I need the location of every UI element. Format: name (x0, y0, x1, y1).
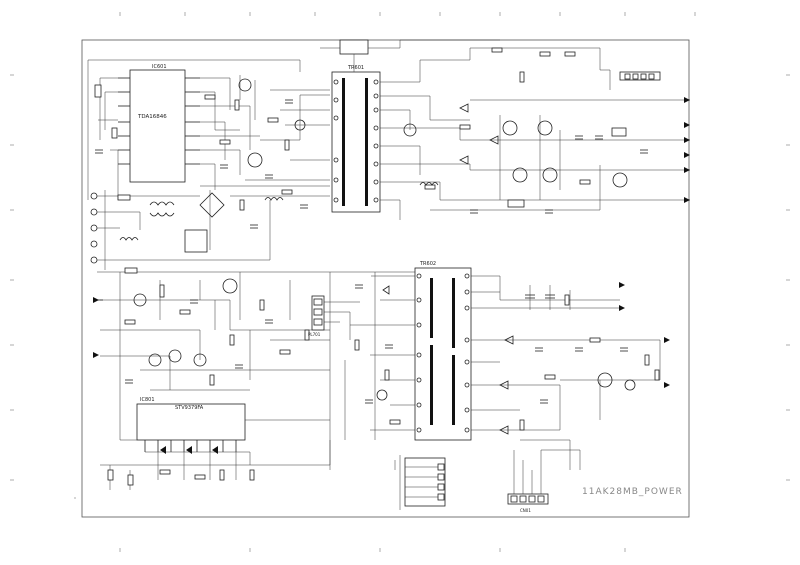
tr601-ref: TR601 (347, 65, 364, 71)
tr602-transformer: TR602 (344, 261, 670, 470)
ic601-ref: IC601 (152, 64, 167, 70)
ic801-part: STV9379FA (175, 405, 204, 411)
ic601-part: TDA16846 (137, 114, 167, 120)
standby-circuit: PL701 (93, 267, 415, 470)
drawing-frame (81, 39, 690, 518)
sheet-ticks (10, 12, 790, 552)
cn01-ref: CN01 (520, 508, 531, 513)
tr602-ref: TR602 (419, 261, 436, 267)
tr601-transformer: TR601 (320, 39, 611, 213)
bottom-connector: CN01 (394, 449, 581, 513)
ic801-block: IC801 STV9379FA (107, 397, 330, 490)
ic601-block: IC601 TDA16846 (87, 59, 330, 200)
top-right-outputs (380, 47, 690, 220)
drawing-title: 11AK28MB_POWER (582, 487, 683, 497)
mains-input (90, 185, 330, 270)
pl701-ref: PL701 (308, 332, 321, 337)
ic801-ref: IC801 (140, 397, 155, 403)
